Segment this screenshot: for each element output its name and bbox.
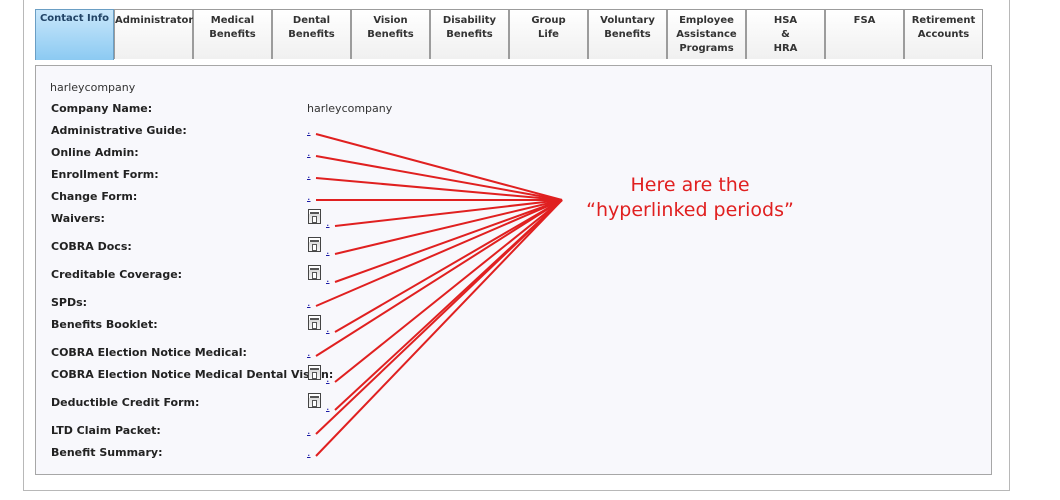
row-label: COBRA Docs: bbox=[51, 240, 132, 253]
tab-hsa-hra[interactable]: HSA & HRA bbox=[746, 9, 825, 59]
hyperlinked-period[interactable]: . bbox=[307, 296, 311, 309]
annotation-text: Here are the “hyperlinked periods” bbox=[560, 173, 820, 223]
row-label: Waivers: bbox=[51, 212, 105, 225]
row-label: Deductible Credit Form: bbox=[51, 396, 200, 409]
hyperlinked-period[interactable]: . bbox=[307, 446, 311, 459]
tab-employee-assistance-programs[interactable]: Employee Assistance Programs bbox=[667, 9, 746, 59]
tab-dental-benefits[interactable]: Dental Benefits bbox=[272, 9, 351, 59]
hyperlinked-period[interactable]: . bbox=[307, 346, 311, 359]
tab-administrator[interactable]: Administrator bbox=[114, 9, 193, 59]
hyperlinked-period[interactable]: . bbox=[326, 272, 330, 285]
row-label: Creditable Coverage: bbox=[51, 268, 183, 281]
row-label: SPDs: bbox=[51, 296, 88, 309]
row-label: Online Admin: bbox=[51, 146, 139, 159]
tab-fsa[interactable]: FSA bbox=[825, 9, 904, 59]
hyperlinked-period[interactable]: . bbox=[326, 216, 330, 229]
tab-contact-info[interactable]: Contact Info bbox=[35, 9, 114, 60]
hyperlinked-period[interactable]: . bbox=[326, 400, 330, 413]
row-label: Benefits Booklet: bbox=[51, 318, 158, 331]
tab-group-life[interactable]: Group Life bbox=[509, 9, 588, 59]
tab-vision-benefits[interactable]: Vision Benefits bbox=[351, 9, 430, 59]
hyperlinked-period[interactable]: . bbox=[326, 244, 330, 257]
row-label: LTD Claim Packet: bbox=[51, 424, 161, 437]
hyperlinked-period[interactable]: . bbox=[307, 146, 311, 159]
document-icon[interactable] bbox=[308, 265, 321, 280]
row-label: Enrollment Form: bbox=[51, 168, 159, 181]
company-header: harleycompany bbox=[50, 81, 136, 94]
row-label: Administrative Guide: bbox=[51, 124, 187, 137]
hyperlinked-period[interactable]: . bbox=[307, 124, 311, 137]
document-icon[interactable] bbox=[308, 365, 321, 380]
annotation-line-2: “hyperlinked periods” bbox=[586, 199, 794, 221]
tab-medical-benefits[interactable]: Medical Benefits bbox=[193, 9, 272, 59]
hyperlinked-period[interactable]: . bbox=[307, 190, 311, 203]
document-icon[interactable] bbox=[308, 315, 321, 330]
row-label: Change Form: bbox=[51, 190, 138, 203]
document-icon[interactable] bbox=[308, 393, 321, 408]
document-icon[interactable] bbox=[308, 237, 321, 252]
tab-voluntary-benefits[interactable]: Voluntary Benefits bbox=[588, 9, 667, 59]
row-label: Benefit Summary: bbox=[51, 446, 163, 459]
tab-retirement-accounts[interactable]: Retirement Accounts bbox=[904, 9, 983, 59]
row-label: COBRA Election Notice Medical Dental Vis… bbox=[51, 368, 334, 381]
row-label: COBRA Election Notice Medical: bbox=[51, 346, 247, 359]
tab-disability-benefits[interactable]: Disability Benefits bbox=[430, 9, 509, 59]
hyperlinked-period[interactable]: . bbox=[326, 372, 330, 385]
hyperlinked-period[interactable]: . bbox=[307, 168, 311, 181]
annotation-line-1: Here are the bbox=[630, 174, 750, 196]
hyperlinked-period[interactable]: . bbox=[326, 322, 330, 335]
document-icon[interactable] bbox=[308, 209, 321, 224]
company-name-value: harleycompany bbox=[307, 102, 393, 115]
content-frame bbox=[23, 0, 1010, 491]
company-name-label: Company Name: bbox=[51, 102, 153, 115]
hyperlinked-period[interactable]: . bbox=[307, 424, 311, 437]
